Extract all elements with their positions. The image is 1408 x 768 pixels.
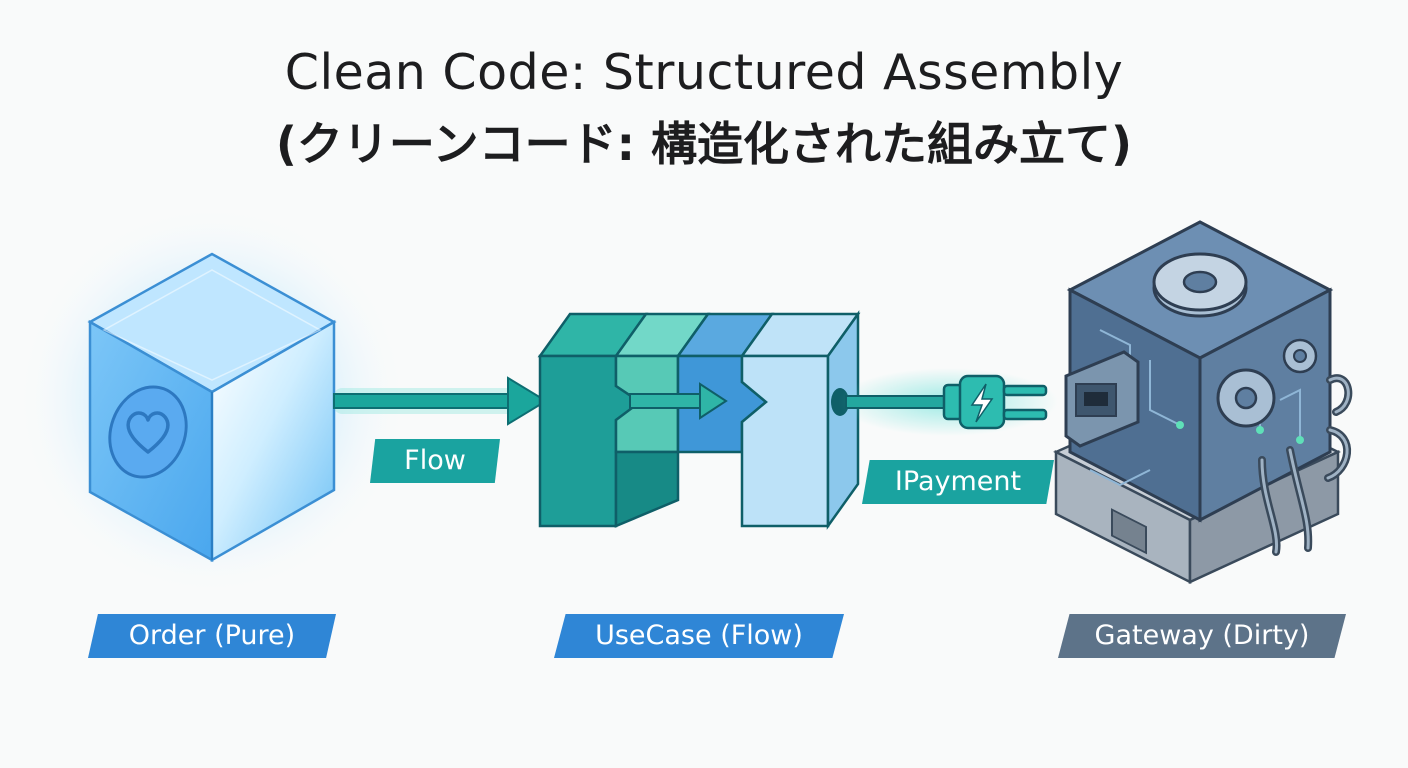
diagram-title: Clean Code: Structured Assembly [284,44,1124,101]
order-cube [12,200,412,600]
heart-icon [108,385,188,479]
diagram-subtitle: (クリーンコード: 構造化された組み立て) [275,117,1133,171]
ethernet-port-icon [1064,350,1140,448]
ipayment-label: IPayment [862,460,1054,504]
flow-arrow [333,376,548,426]
gear-icon [1216,368,1276,428]
order-label: Order (Pure) [88,614,336,658]
lightning-bolt-icon [970,383,994,423]
plug-connector [838,368,1058,436]
flow-label: Flow [370,439,500,483]
plug-icon [942,374,1048,430]
gateway-machine [1053,220,1353,585]
gateway-label: Gateway (Dirty) [1058,614,1346,658]
gear-icon [1282,338,1318,374]
gear-icon [1152,252,1248,318]
usecase-label: UseCase (Flow) [554,614,844,658]
usecase-block [537,310,861,530]
